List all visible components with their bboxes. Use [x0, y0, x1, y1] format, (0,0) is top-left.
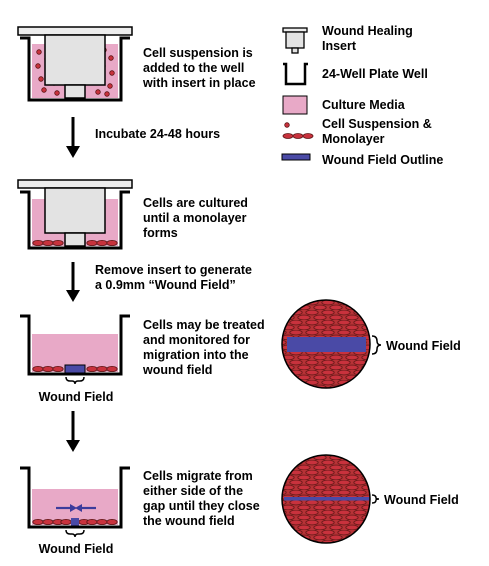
transition-remove-insert: Remove insert to generate a 0.9mm “Wound…	[95, 263, 252, 292]
flow-arrow-2	[66, 262, 80, 302]
wound-field-label-step4: Wound Field	[39, 542, 114, 556]
step2-well-illustration	[17, 179, 133, 250]
legend-media-swatch	[282, 95, 308, 115]
flow-arrow-3	[66, 411, 80, 452]
step2-description: Cells are cultured until a monolayer for…	[143, 196, 248, 240]
legend-cells-icon	[282, 122, 314, 139]
step3-description: Cells may be treated and monitored for m…	[143, 318, 265, 377]
step1-description: Cell suspension is added to the well wit…	[143, 46, 256, 90]
legend-insert-icon	[282, 27, 308, 54]
legend-wound-swatch	[281, 153, 311, 161]
top-view-step3	[281, 299, 382, 389]
step4-description: Cells migrate from either side of the ga…	[143, 469, 260, 528]
wound-field-label-top4: Wound Field	[384, 493, 459, 507]
step1-well-illustration	[17, 26, 133, 102]
legend-label-wound: Wound Field Outline	[322, 153, 444, 167]
flow-arrow-1	[66, 117, 80, 158]
transition-incubate: Incubate 24-48 hours	[95, 127, 221, 141]
legend-well-icon	[283, 62, 308, 86]
legend-label-well: 24-Well Plate Well	[322, 67, 428, 81]
legend-label-insert: Wound Healing Insert	[322, 24, 413, 53]
legend-icons	[281, 27, 314, 161]
step3-well-illustration	[20, 314, 130, 385]
legend-label-cells: Cell Suspension & Monolayer	[322, 117, 432, 146]
top-view-step4	[281, 454, 380, 544]
legend-label-media: Culture Media	[322, 98, 405, 112]
step4-well-illustration	[20, 466, 130, 538]
wound-field-label-step3: Wound Field	[39, 390, 114, 404]
wound-field-label-top3: Wound Field	[386, 339, 461, 353]
